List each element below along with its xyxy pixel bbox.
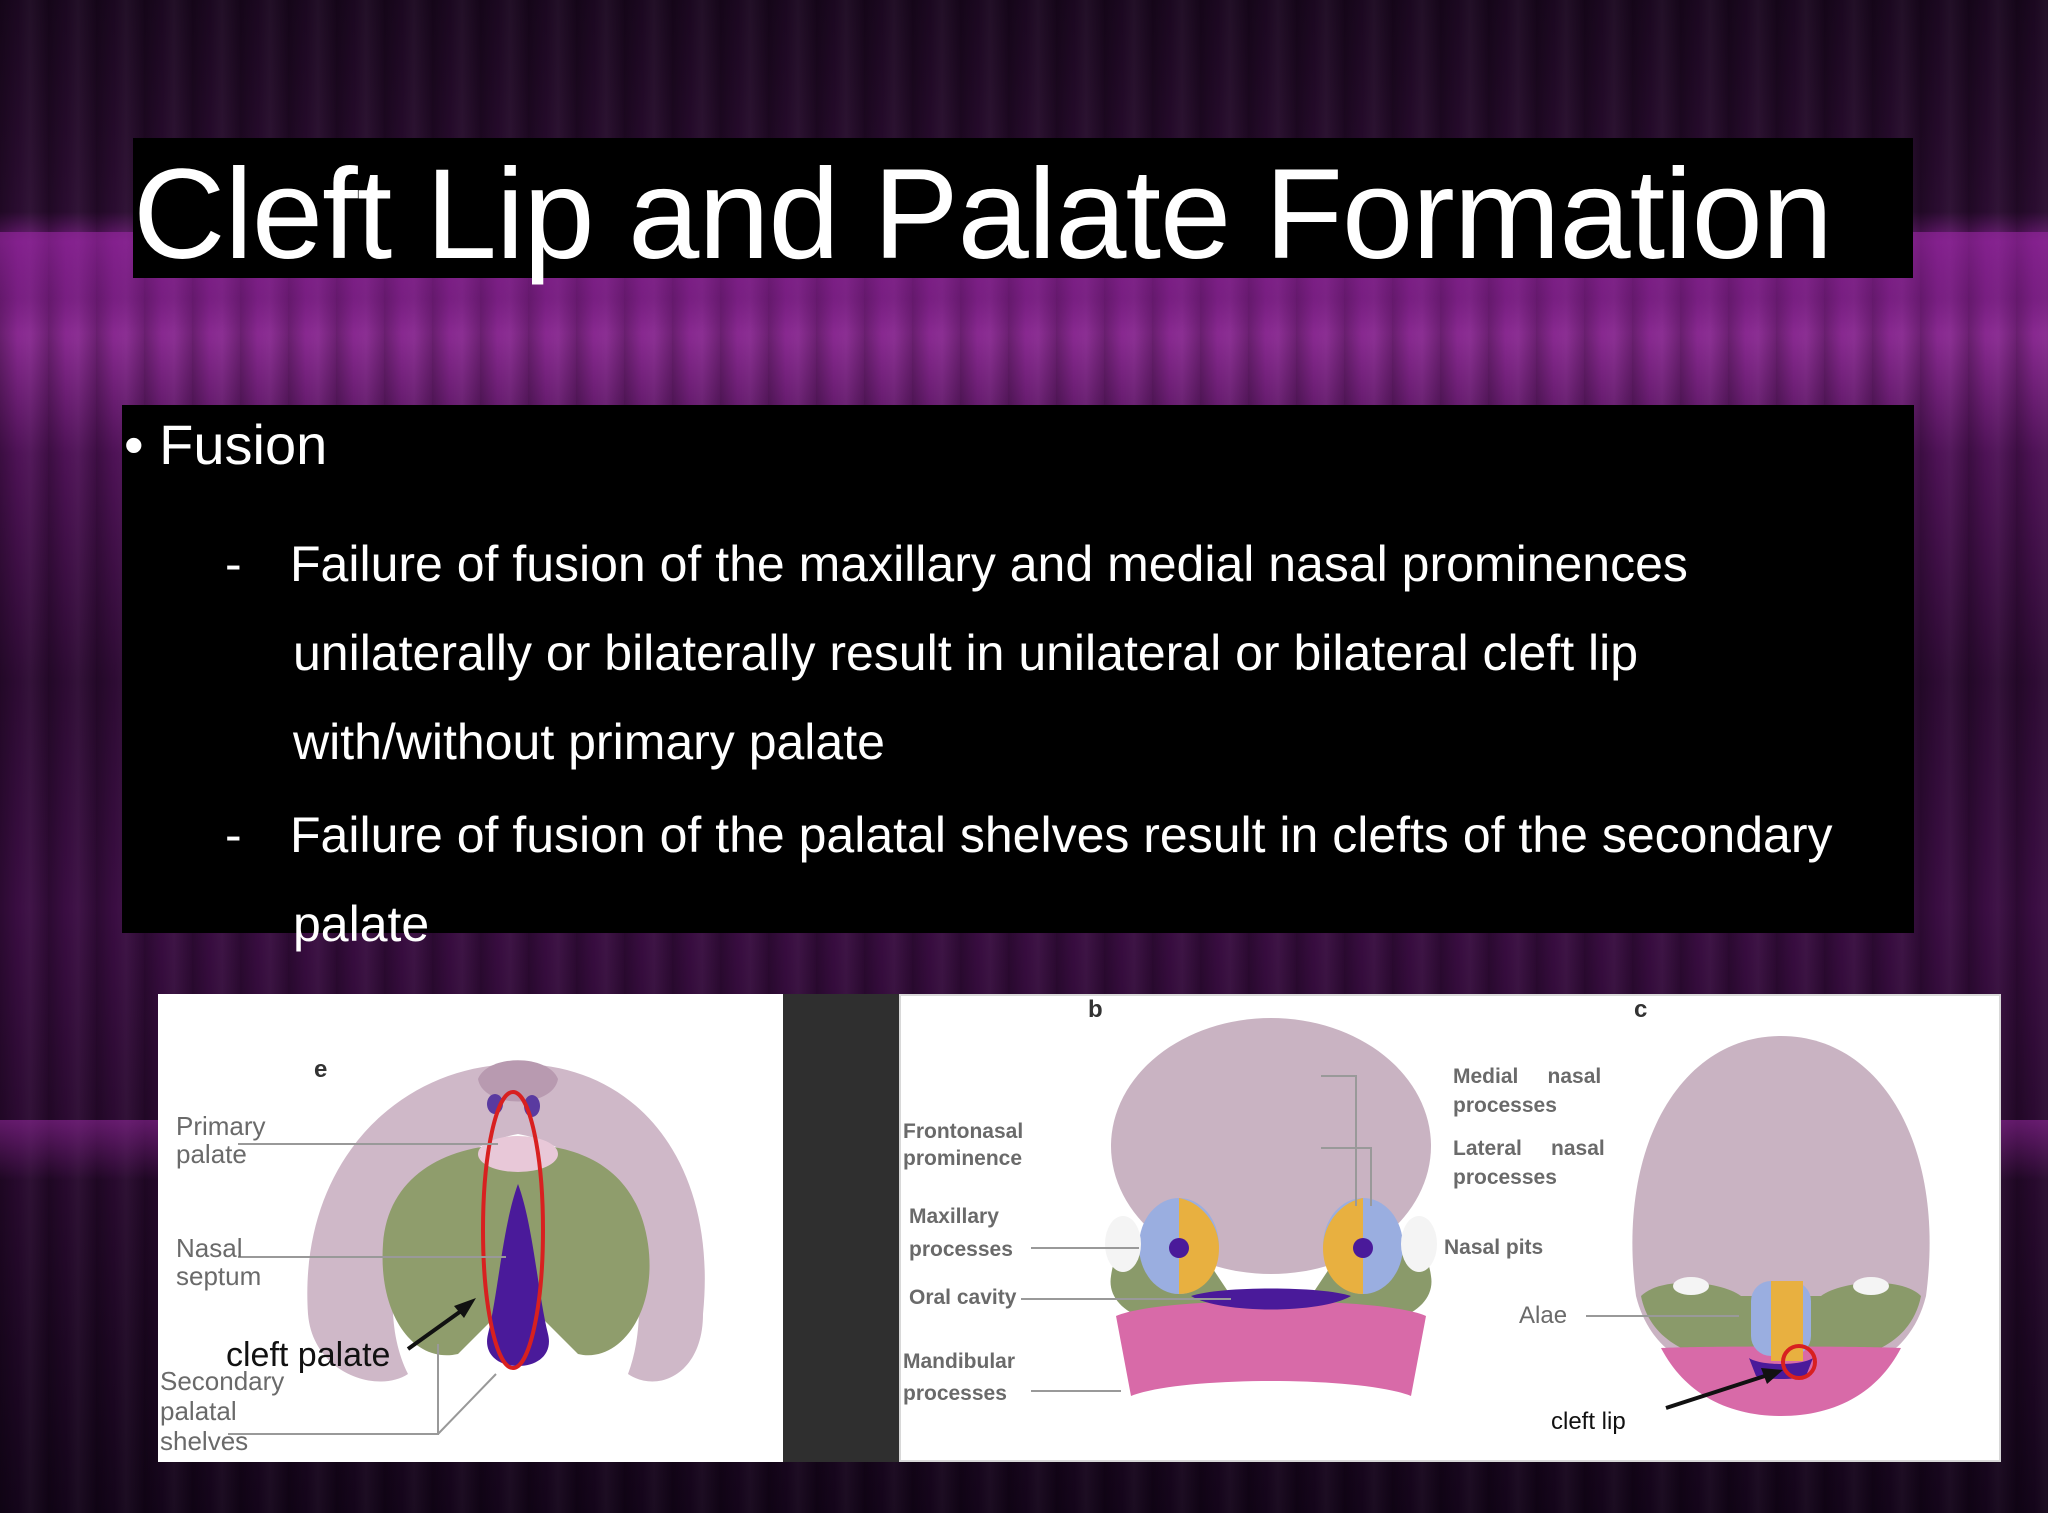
face-illustration [1021, 1018, 1930, 1416]
label-frontonasal-prominence: Frontonasal prominence [903, 1120, 1024, 1170]
label-maxillary-processes: Maxillary processes [909, 1205, 1013, 1261]
label-lateral-nasal-processes: Lateral nasal processes [1453, 1137, 1605, 1189]
subpoint-2: -Failure of fusion of the palatal shelve… [225, 791, 1833, 969]
figure-divider [783, 994, 899, 1462]
panel-letter-e: e [314, 1056, 328, 1083]
bullet-fusion-text: Fusion [159, 413, 328, 476]
title-background [133, 138, 1913, 278]
label-nasal-pits: Nasal pits [1444, 1236, 1544, 1259]
label-mandibular-processes: Mandibular processes [903, 1350, 1016, 1405]
subpoint-1: -Failure of fusion of the maxillary and … [225, 520, 1688, 787]
palate-figure: e Primary palate Nasal septum Secondary … [158, 994, 783, 1462]
subpoint-1-dash: - [225, 536, 242, 592]
label-primary-palate: Primary palate [176, 1111, 266, 1169]
label-medial-nasal-processes: Medial nasal processes [1453, 1065, 1602, 1117]
panel-letter-c: c [1634, 996, 1648, 1023]
subpoint-1-line-3: with/without primary palate [293, 714, 885, 770]
subpoint-2-dash: - [225, 807, 242, 863]
subpoint-2-line-1: Failure of fusion of the palatal shelves… [290, 807, 1833, 863]
slide-title: Cleft Lip and Palate Formation [133, 143, 1833, 286]
subpoint-2-line-2: palate [293, 896, 430, 952]
label-alae: Alae [1519, 1302, 1568, 1329]
label-cleft-palate: cleft palate [226, 1336, 391, 1374]
label-oral-cavity: Oral cavity [909, 1286, 1017, 1309]
bullet-fusion: • Fusion [124, 413, 328, 476]
palate-illustration [228, 1060, 705, 1435]
label-secondary-palatal-shelves: Secondary palatal shelves [160, 1366, 285, 1456]
face-figure: b c Frontonasal prominence Maxillary pro… [899, 994, 2001, 1462]
subpoint-1-line-2: unilaterally or bilaterally result in un… [293, 625, 1639, 681]
label-nasal-septum: Nasal septum [176, 1233, 262, 1291]
subpoint-1-line-1: Failure of fusion of the maxillary and m… [290, 536, 1688, 592]
panel-letter-b: b [1088, 996, 1103, 1023]
label-cleft-lip: cleft lip [1551, 1408, 1626, 1435]
body-background [122, 405, 1914, 933]
